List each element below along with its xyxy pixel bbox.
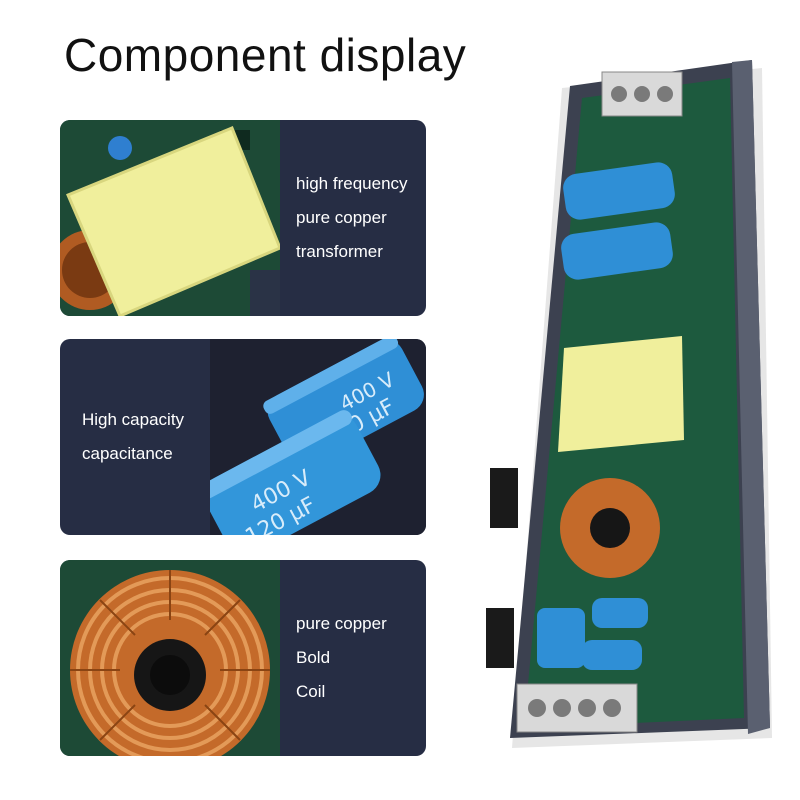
feature-card-coil: pure copper Bold Coil [60,560,426,756]
card-text: pure copper Bold Coil [296,560,420,756]
card-line: Bold [296,648,331,667]
card-text: High capacity capacitance [82,339,212,535]
page-title: Component display [64,29,467,81]
power-supply-pcb-photo [452,48,782,768]
card-line: transformer [296,242,383,261]
capacitor-photo: 400 V 120 µF 400 V 120 µF [210,339,426,535]
card-line: Coil [296,682,326,701]
feature-card-transformer: high frequency pure copper transformer [60,120,426,316]
card-line: capacitance [82,444,173,463]
transformer-photo [60,120,280,316]
card-line: pure copper [296,208,387,227]
card-line: high frequency [296,174,408,193]
card-line: pure copper [296,614,387,633]
feature-card-capacitance: High capacity capacitance 400 V 120 µF 4… [60,339,426,535]
copper-coil-photo [60,560,280,756]
card-line: High capacity [82,410,185,429]
card-text: high frequency pure copper transformer [296,120,420,316]
